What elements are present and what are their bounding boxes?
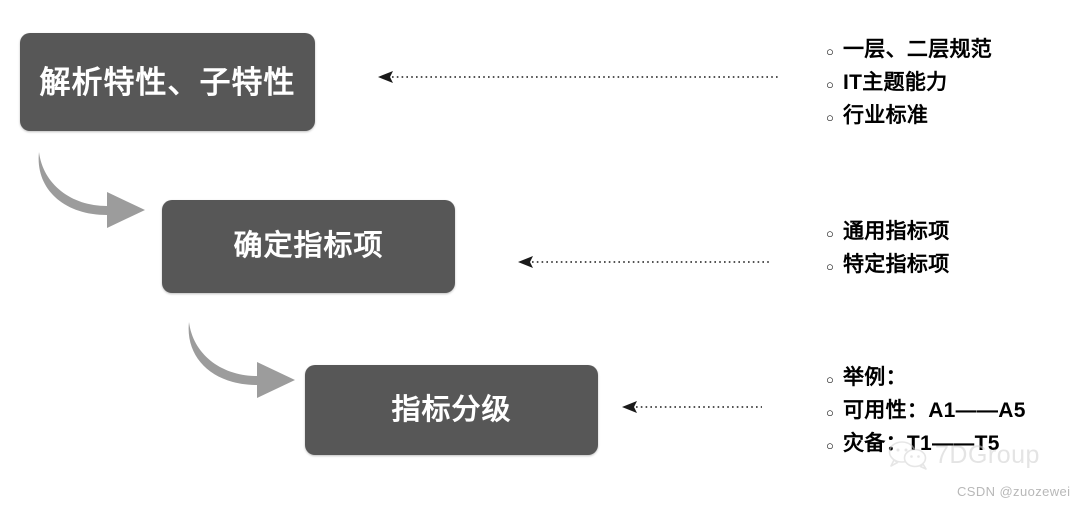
annotation-label: 灾备：T1——T5 [843,431,1000,455]
annotation-item: ○ 灾备：T1——T5 [826,430,1026,459]
annotation-label: 举例： [843,366,907,389]
curved-arrow-icon [38,152,145,228]
annotation-item: ○ 特定指标项 [826,251,950,280]
bullet-circle-icon: ○ [826,258,834,274]
annotation-label: 一层、二层规范 [843,38,993,61]
dotted-connector-line [518,256,770,268]
annotation-label: IT主题能力 [843,70,948,94]
annotation-item: ○ IT主题能力 [826,69,992,98]
annotation-label: 可用性：A1——A5 [843,398,1026,422]
bullet-circle-icon: ○ [826,44,834,59]
watermark-text: 7DGroup [935,440,1040,469]
process-box-parse-characteristics[interactable]: 解析特性、子特性 [20,33,315,131]
annotation-label: 特定指标项 [843,252,950,276]
dotted-connector-line [622,401,762,413]
process-box-metric-grading[interactable]: 指标分级 [305,365,598,455]
annotation-item: ○ 一层、二层规范 [826,36,992,65]
credit-text: CSDN @zuozewei [957,484,1071,499]
process-box-label: 指标分级 [391,393,512,426]
watermark: 7DGroup [888,440,1040,470]
process-box-label: 解析特性、子特性 [39,64,296,100]
bullet-circle-icon: ○ [826,404,834,420]
annotation-label: 行业标准 [843,103,929,127]
process-box-label: 确定指标项 [233,230,384,262]
bullet-circle-icon: ○ [826,437,834,453]
annotation-item: ○ 通用指标项 [826,218,950,247]
wechat-logo-icon [888,441,927,470]
curved-arrow-icon [188,322,295,398]
annotation-item: ○ 举例： [826,364,1026,393]
process-box-define-metrics[interactable]: 确定指标项 [162,200,455,293]
bullet-circle-icon: ○ [826,76,834,92]
annotation-group-metric-grading: ○ 举例： ○ 可用性：A1——A5 ○ 灾备：T1——T5 [826,364,1026,463]
annotation-label: 通用指标项 [843,220,950,243]
bullet-circle-icon: ○ [826,226,834,241]
annotation-group-parse-characteristics: ○ 一层、二层规范 ○ IT主题能力 ○ 行业标准 [826,36,992,135]
annotation-item: ○ 可用性：A1——A5 [826,397,1026,426]
dotted-connector-line [378,71,778,83]
annotation-group-define-metrics: ○ 通用指标项 ○ 特定指标项 [826,218,950,284]
bullet-circle-icon: ○ [826,109,834,125]
annotation-item: ○ 行业标准 [826,102,992,131]
bullet-circle-icon: ○ [826,372,834,387]
